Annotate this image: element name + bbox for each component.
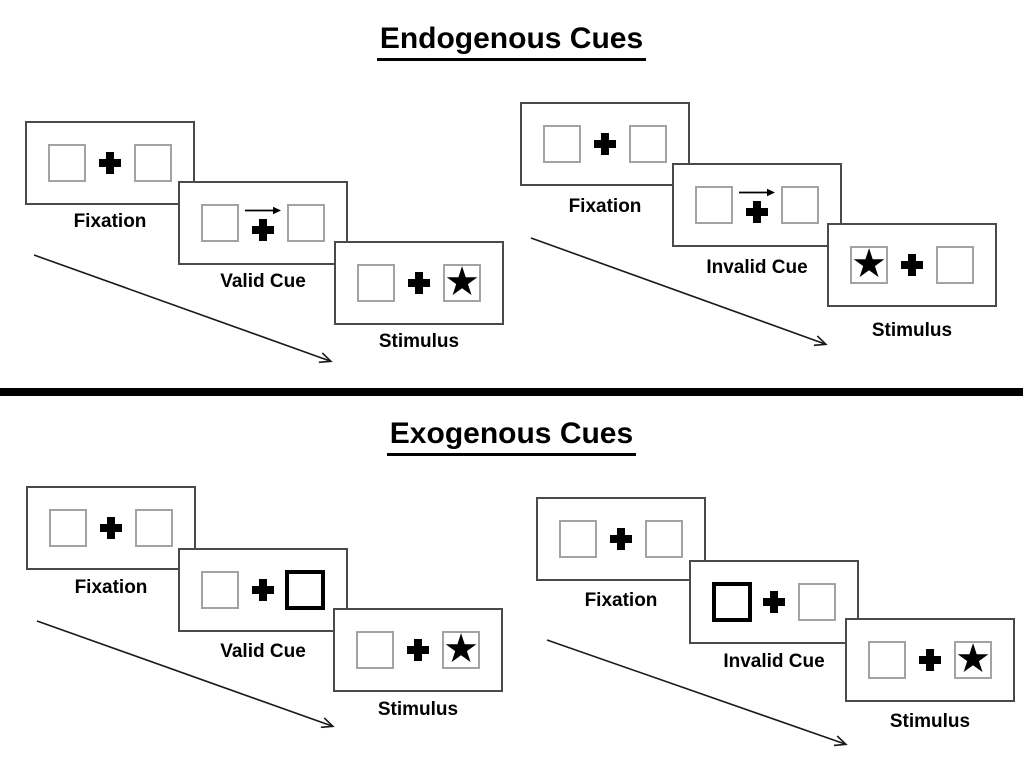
fixation-cross-icon [252,579,274,601]
right-box: ★ [954,636,992,682]
right-box [135,509,173,547]
cue-arrow-right-icon [739,188,775,197]
fixation-cross-icon [746,201,768,223]
panel-label-fixation: Fixation [584,590,658,611]
right-box [287,204,325,242]
fixation-cross-icon [408,272,430,294]
left-box [48,144,86,182]
highlighted-right-box [285,570,325,610]
fixation-panel [25,121,195,205]
panel-label-fixation: Fixation [73,211,147,232]
left-box [201,204,239,242]
panel-label-stimulus: Stimulus [377,699,459,720]
left-box [695,186,733,224]
fixation-cross-icon [594,133,616,155]
left-box [49,509,87,547]
left-box [356,631,394,669]
left-box [543,125,581,163]
panel-label-invalid-cue: Invalid Cue [723,651,825,672]
panel-label-invalid-cue: Invalid Cue [706,257,808,278]
right-box [629,125,667,163]
invalid-cue-panel [689,560,859,644]
fixation-cross-icon [919,649,941,671]
fixation-panel [536,497,706,581]
valid-cue-panel [178,181,348,265]
exogenous-section-title: Exogenous Cues [0,417,1023,456]
star-stimulus-icon: ★ [443,626,479,672]
fixation-cross-icon [100,517,122,539]
highlighted-left-box [712,582,752,622]
cue-group [738,187,776,223]
timeline-arrow-endogenous-invalid [530,237,828,347]
panel-label-fixation: Fixation [74,577,148,598]
left-box [559,520,597,558]
fixation-cross-icon [252,219,274,241]
left-box: ★ [850,241,888,287]
cue-group [244,205,282,241]
exogenous-title-text: Exogenous Cues [386,417,637,456]
left-box [201,571,239,609]
invalid-cue-panel [672,163,842,247]
panel-label-stimulus: Stimulus [378,331,460,352]
panel-label-valid-cue: Valid Cue [220,271,306,292]
fixation-cross-icon [763,591,785,613]
left-box [868,641,906,679]
right-box: ★ [443,259,481,305]
endogenous-title-text: Endogenous Cues [376,22,647,61]
stimulus-panel: ★ [334,241,504,325]
section-divider [0,388,1023,396]
left-box [357,264,395,302]
fixation-cross-icon [99,152,121,174]
right-box: ★ [442,626,480,672]
endogenous-section-title: Endogenous Cues [0,22,1023,61]
panel-label-valid-cue: Valid Cue [220,641,306,662]
panel-label-stimulus: Stimulus [871,320,953,341]
fixation-cross-icon [407,639,429,661]
stimulus-panel: ★ [827,223,997,307]
fixation-panel [520,102,690,186]
stimulus-panel: ★ [845,618,1015,702]
right-box [781,186,819,224]
panel-label-stimulus: Stimulus [889,711,971,732]
valid-cue-panel [178,548,348,632]
timeline-arrow-exogenous-valid [36,620,335,729]
fixation-cross-icon [901,254,923,276]
fixation-panel [26,486,196,570]
star-stimulus-icon: ★ [851,241,887,287]
fixation-cross-icon [610,528,632,550]
right-box [645,520,683,558]
star-stimulus-icon: ★ [444,259,480,305]
cue-arrow-right-icon [245,206,281,215]
right-box [798,583,836,621]
right-box [936,246,974,284]
panel-label-fixation: Fixation [568,196,642,217]
right-box [134,144,172,182]
stimulus-panel: ★ [333,608,503,692]
star-stimulus-icon: ★ [955,636,991,682]
